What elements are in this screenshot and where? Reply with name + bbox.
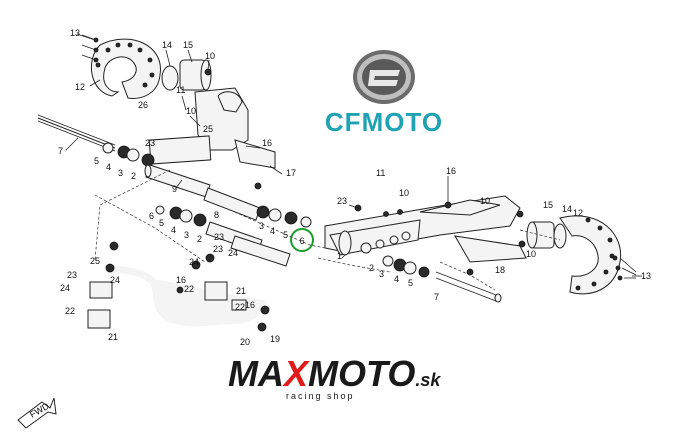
brake-disc-right [559,215,622,295]
callout-3-c: 3 [259,221,264,231]
fwd-arrow-icon: FWD [17,397,57,429]
callout-24-b: 24 [189,257,199,267]
callout-5-b: 5 [159,218,164,228]
bolt-group-13-right [612,255,637,281]
callout-13-b: 13 [641,271,651,281]
callout-10-d: 10 [480,196,490,206]
callout-15: 15 [183,40,193,50]
highlight-callout-6[interactable]: 6 [290,228,314,252]
callout-2-b: 2 [197,234,202,244]
callout-22-c: 22 [235,302,245,312]
callout-22-b: 22 [184,284,194,294]
callout-23-c: 23 [213,244,223,254]
callout-2: 2 [131,171,136,181]
callout-3: 3 [118,168,123,178]
stabilizer-bar [87,241,270,332]
bolt-group-13-left [81,34,99,63]
hub-assembly-right [516,210,567,249]
callout-21: 21 [236,286,246,296]
callout-10-e: 10 [526,249,536,259]
maxmoto-tagline: racing shop [286,391,355,401]
pivot-tube-9 [144,164,261,221]
svg-text:MAXMOTO.sk: MAXMOTO.sk [228,353,441,394]
callout-4: 4 [106,162,111,172]
shaft-7-upper [37,114,116,152]
callout-17: 17 [286,168,296,178]
callout-15-b: 15 [543,200,553,210]
callout-10-b: 10 [186,106,196,116]
callout-10-c: 10 [399,188,409,198]
callout-11-b: 11 [376,168,385,178]
callout-6: 6 [149,211,154,221]
callout-24-d: 24 [60,283,70,293]
callout-23-d: 23 [67,270,77,280]
callout-14-b: 14 [562,204,572,214]
callout-5-c: 5 [283,230,288,240]
callout-2-c: 2 [369,263,374,273]
callout-23-e: 23 [337,196,347,206]
bearing-row-middle-right [230,205,312,267]
cfmoto-wordmark: CFMOTO [325,107,443,137]
callout-25-b: 25 [90,256,100,266]
callout-4-d: 4 [394,274,399,284]
callout-24-c: 24 [110,275,120,285]
callout-5-d: 5 [408,278,413,288]
bearing-row-upper [102,142,155,167]
callout-5: 5 [94,156,99,166]
callout-18: 18 [495,265,505,275]
highlight-label: 6 [299,236,304,246]
callout-21-b: 21 [108,332,118,342]
callout-16: 16 [262,138,272,148]
cfmoto-logo: CFMOTO [325,50,443,137]
callout-3-d: 3 [379,269,384,279]
callout-7: 7 [58,146,63,156]
callout-26: 26 [138,100,148,110]
callout-13: 13 [70,28,80,38]
bearing-row-lower-right [382,255,502,303]
callout-19: 19 [270,334,280,344]
dashed-leaders-right [439,229,561,291]
brake-disc-left [91,38,161,99]
callout-4-c: 4 [270,226,275,236]
callout-1: 1 [337,251,342,261]
callout-10: 10 [205,51,215,61]
callout-9: 9 [172,184,177,194]
maxmoto-x: X [282,353,310,394]
callout-22: 22 [65,306,75,316]
callout-leaders [65,33,642,277]
callout-12-b: 12 [573,208,583,218]
callout-8: 8 [214,210,219,220]
callout-25: 25 [203,124,213,134]
callout-14: 14 [162,40,172,50]
callout-12: 12 [75,82,85,92]
callout-4-b: 4 [171,225,176,235]
callout-16-d: 16 [446,166,456,176]
callout-20: 20 [240,337,250,347]
callout-7-b: 7 [434,292,439,302]
maxmoto-logo: MAXMOTO.sk racing shop [228,353,441,401]
callout-16-b: 16 [176,275,186,285]
callout-3-b: 3 [184,230,189,240]
dashed-leaders [94,169,391,273]
knuckle-left [148,87,276,190]
callout-16-c: 16 [245,300,255,310]
swingarm-right [324,195,527,276]
callout-23: 23 [145,138,155,148]
callout-23-b: 23 [214,232,224,242]
maxmoto-sk: .sk [415,370,441,390]
maxmoto-moto: MOTO [308,353,415,394]
maxmoto-ma: MA [228,353,284,394]
callout-24: 24 [228,248,238,258]
callout-labels: 13 14 15 10 11 26 10 12 25 23 7 5 4 3 2 … [58,28,651,347]
callout-11: 11 [176,85,185,95]
